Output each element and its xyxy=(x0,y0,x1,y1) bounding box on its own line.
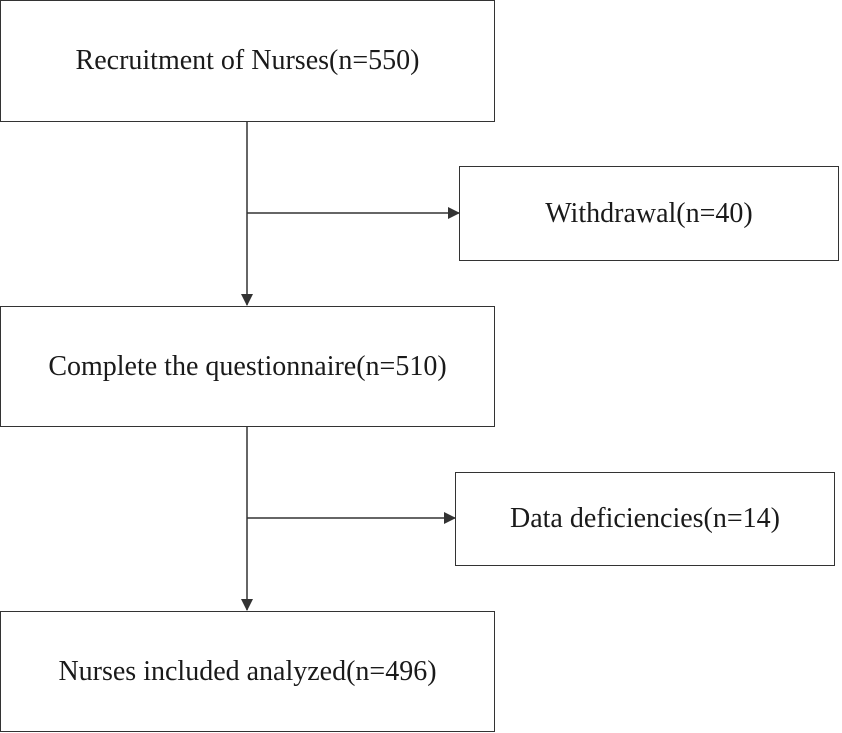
data-deficiencies-box: Data deficiencies(n=14) xyxy=(455,472,835,566)
nurses-included-box: Nurses included analyzed(n=496) xyxy=(0,611,495,732)
nurses-included-label: Nurses included analyzed(n=496) xyxy=(58,655,437,687)
questionnaire-complete-box: Complete the questionnaire(n=510) xyxy=(0,306,495,427)
questionnaire-complete-label: Complete the questionnaire(n=510) xyxy=(48,350,447,382)
data-deficiencies-label: Data deficiencies(n=14) xyxy=(510,503,780,534)
recruitment-label: Recruitment of Nurses(n=550) xyxy=(75,45,420,76)
withdrawal-box: Withdrawal(n=40) xyxy=(459,166,839,261)
withdrawal-label: Withdrawal(n=40) xyxy=(545,197,753,229)
recruitment-box: Recruitment of Nurses(n=550) xyxy=(0,0,495,122)
